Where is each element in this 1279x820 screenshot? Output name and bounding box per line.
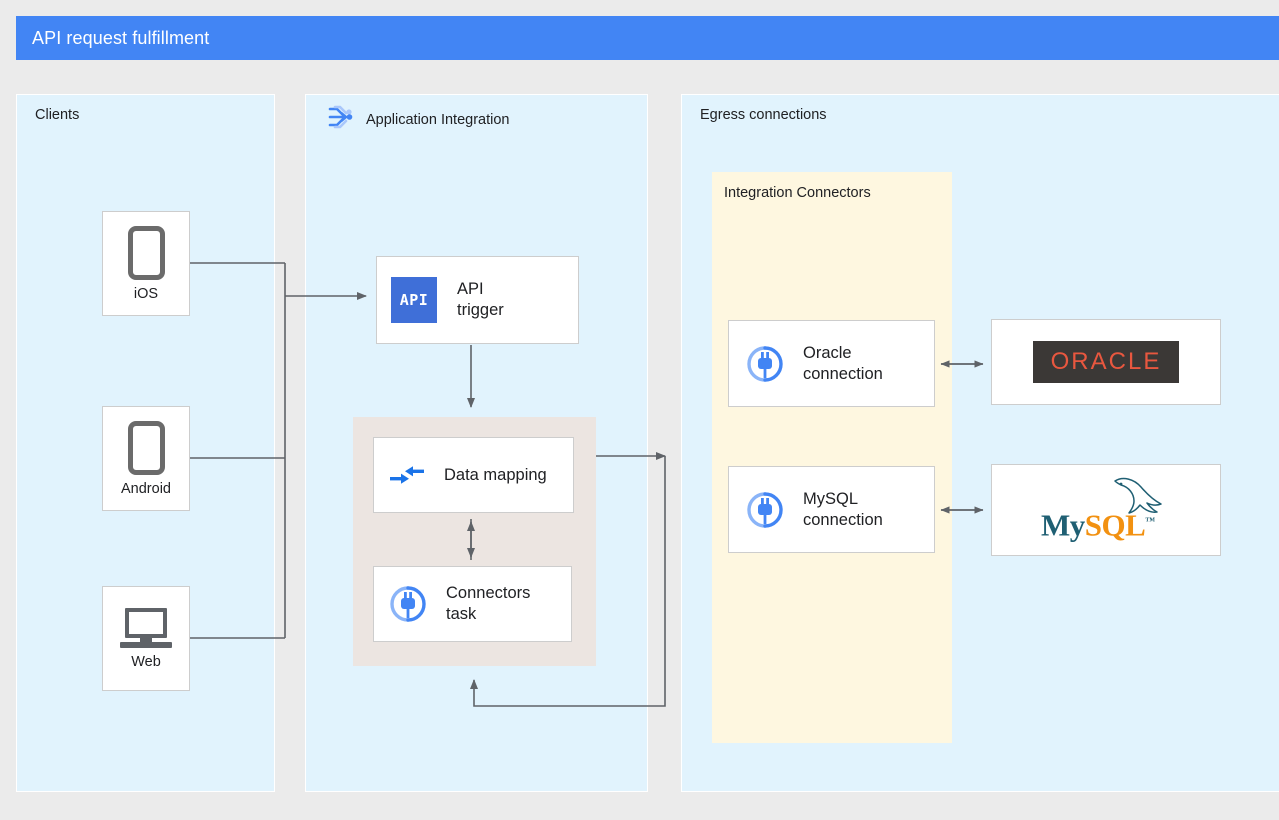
laptop-icon bbox=[120, 607, 172, 648]
mobile-phone-icon bbox=[127, 420, 165, 475]
api-badge-icon: API bbox=[391, 277, 437, 323]
panel-clients-title: Clients bbox=[35, 107, 80, 123]
backend-oracle: ORACLE bbox=[991, 319, 1221, 405]
client-node-android-label: Android bbox=[121, 480, 171, 497]
client-node-web-label: Web bbox=[131, 653, 161, 670]
diagram-title-bar: API request fulfillment bbox=[16, 16, 1279, 60]
connector-plug-icon bbox=[745, 490, 785, 530]
node-data-mapping-label: Data mapping bbox=[444, 465, 547, 484]
node-oracle-connection-label: Oracle connection bbox=[803, 343, 883, 383]
oracle-logo-text: ORACLE bbox=[1050, 348, 1162, 375]
connector-plug-icon bbox=[388, 584, 428, 624]
mysql-logo-text: MySQL™ bbox=[1041, 507, 1155, 542]
oracle-logo: ORACLE bbox=[1032, 341, 1180, 383]
node-api-trigger-label: API trigger bbox=[457, 280, 504, 319]
mysql-logo: MySQL™ bbox=[1031, 474, 1181, 546]
application-integration-icon bbox=[324, 101, 356, 138]
panel-application-integration-title: Application Integration bbox=[366, 111, 510, 128]
node-mysql-connection[interactable]: MySQL connection bbox=[728, 466, 935, 553]
client-node-android[interactable]: Android bbox=[102, 406, 190, 511]
node-connectors-task-label: Connectors task bbox=[446, 584, 531, 623]
page-title: API request fulfillment bbox=[32, 28, 210, 48]
node-oracle-connection[interactable]: Oracle connection bbox=[728, 320, 935, 407]
panel-application-integration-header: Application Integration bbox=[324, 101, 510, 138]
client-node-ios[interactable]: iOS bbox=[102, 211, 190, 316]
node-connectors-task[interactable]: Connectors task bbox=[373, 566, 572, 642]
node-api-trigger[interactable]: API API trigger bbox=[376, 256, 579, 344]
group-integration-connectors-title: Integration Connectors bbox=[724, 185, 871, 201]
group-integration-connectors: Integration Connectors bbox=[712, 172, 952, 743]
mobile-phone-icon bbox=[127, 225, 165, 280]
backend-mysql: MySQL™ bbox=[991, 464, 1221, 556]
client-node-web[interactable]: Web bbox=[102, 586, 190, 691]
panel-egress-connections-title: Egress connections bbox=[700, 107, 827, 123]
data-mapping-arrows-icon bbox=[388, 460, 426, 490]
node-data-mapping[interactable]: Data mapping bbox=[373, 437, 574, 513]
mysql-dolphin-icon bbox=[1107, 474, 1169, 527]
client-node-ios-label: iOS bbox=[133, 285, 159, 302]
node-mysql-connection-label: MySQL connection bbox=[803, 489, 883, 529]
connector-plug-icon bbox=[745, 344, 785, 384]
